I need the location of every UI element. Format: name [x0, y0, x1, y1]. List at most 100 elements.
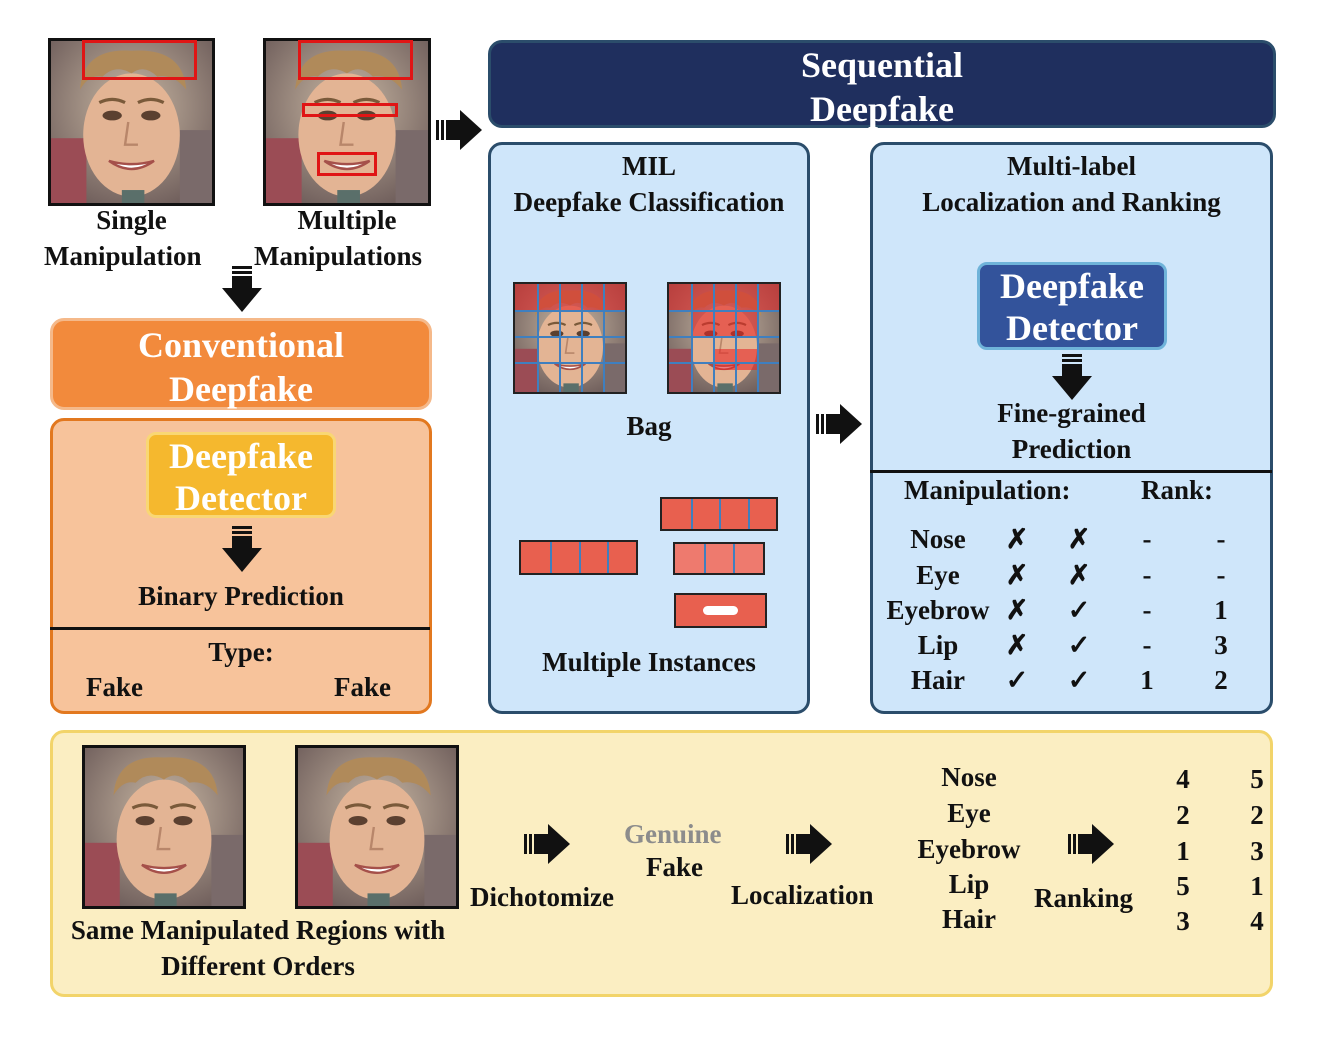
rank-order-a: 1: [1176, 836, 1190, 866]
conventional-title-1: Conventional: [137, 325, 345, 365]
rank-order-b: 2: [1250, 800, 1264, 830]
face-order-a: [82, 745, 246, 909]
single-manipulation-face: [48, 38, 215, 206]
down-arrow-icon: [222, 526, 262, 572]
rank-order-b: 1: [1250, 871, 1264, 901]
multilabel-title-1: Multi-label: [1007, 151, 1136, 181]
rank-value-2: 3: [1214, 630, 1228, 660]
dichotomize-label: Dichotomize: [470, 882, 614, 912]
manipulation-mark-1: ✗: [1005, 595, 1029, 625]
region-name: Nose: [910, 524, 966, 554]
right-arrow-icon: [786, 824, 832, 864]
binary-prediction-label: Binary Prediction: [138, 581, 344, 611]
right-arrow-icon: [1068, 824, 1114, 864]
down-arrow-icon: [222, 266, 262, 312]
rank-order-b: 5: [1250, 764, 1264, 794]
region-name: Eyebrow: [917, 834, 1021, 864]
conventional-title-2: Deepfake: [169, 369, 313, 409]
conventional-detector-box: Deepfake Detector: [146, 432, 336, 518]
bag-label: Bag: [626, 411, 672, 441]
rank-value-2: 1: [1214, 595, 1228, 625]
right-arrow-icon: [816, 404, 862, 444]
instance-strip: [660, 497, 778, 531]
manipulation-mark-2: ✗: [1067, 560, 1091, 590]
instances-label: Multiple Instances: [542, 647, 756, 677]
manipulation-mark-1: ✗: [1005, 560, 1029, 590]
region-name: Hair: [911, 665, 965, 695]
mil-title-1: MIL: [622, 151, 676, 181]
hair-region-box: [82, 40, 197, 80]
multilabel-panel: [870, 142, 1273, 714]
bottom-panel: [50, 730, 1273, 997]
detector-label-2: Detector: [1006, 308, 1138, 348]
down-arrow-icon: [1052, 354, 1092, 400]
rank-order-b: 4: [1250, 906, 1264, 936]
fine-grained-label-1: Fine-grained: [997, 398, 1146, 428]
manipulation-mark-2: ✓: [1067, 665, 1091, 695]
region-name: Eye: [916, 560, 960, 590]
instance-strip: [519, 540, 638, 575]
eyebrow-region-box: [302, 103, 398, 117]
region-name: Nose: [941, 762, 997, 792]
region-name: Eye: [947, 798, 991, 828]
manipulation-mark-1: ✗: [1005, 630, 1029, 660]
bottom-caption-1: Same Manipulated Regions with: [70, 915, 446, 945]
rank-order-b: 3: [1250, 836, 1264, 866]
hair-region-box: [298, 40, 413, 80]
rank-value-1: -: [1142, 524, 1152, 554]
genuine-label: Genuine: [624, 819, 722, 849]
rank-order-a: 4: [1176, 764, 1190, 794]
region-name: Lip: [948, 869, 990, 899]
fake-label: Fake: [646, 852, 703, 882]
sequential-title-2: Deepfake: [810, 89, 954, 129]
rank-value-2: 2: [1214, 665, 1228, 695]
multiple-manipulations-face: [263, 38, 431, 206]
multiple-label-2: Manipulations: [254, 241, 423, 271]
right-arrow-icon: [436, 110, 482, 150]
type-left-value: Fake: [86, 672, 143, 702]
manipulation-mark-2: ✗: [1067, 524, 1091, 554]
detector-label-1: Deepfake: [1000, 266, 1144, 306]
single-label: Single: [96, 205, 167, 235]
instance-strip: [674, 593, 767, 628]
manipulation-mark-1: ✓: [1005, 665, 1029, 695]
divider: [50, 627, 430, 630]
mil-title-2: Deepfake Classification: [513, 187, 785, 217]
rank-order-a: 5: [1176, 871, 1190, 901]
rank-value-1: -: [1142, 560, 1152, 590]
rank-value-2: -: [1216, 560, 1226, 590]
ranking-label: Ranking: [1034, 883, 1134, 913]
bag-image-right: [667, 282, 781, 394]
rank-order-a: 3: [1176, 906, 1190, 936]
detector-label-1: Deepfake: [169, 436, 313, 476]
localization-label: Localization: [731, 880, 874, 910]
region-name: Lip: [917, 630, 959, 660]
bag-image-left: [513, 282, 627, 394]
rank-header: Rank:: [1141, 475, 1214, 505]
bottom-caption-2: Different Orders: [161, 951, 355, 981]
conventional-deepfake-banner: Conventional Deepfake: [50, 318, 432, 410]
type-right-value: Fake: [334, 672, 391, 702]
rank-value-1: 1: [1140, 665, 1154, 695]
single-label-2: Manipulation: [44, 241, 202, 271]
sequential-title-1: Sequential: [800, 45, 964, 85]
rank-order-a: 2: [1176, 800, 1190, 830]
rank-value-1: -: [1142, 630, 1152, 660]
manipulation-mark-2: ✓: [1067, 595, 1091, 625]
right-arrow-icon: [524, 824, 570, 864]
region-name: Eyebrow: [886, 595, 990, 625]
manipulation-mark-2: ✓: [1067, 630, 1091, 660]
type-label: Type:: [208, 637, 274, 667]
detector-label-2: Detector: [175, 478, 307, 518]
region-name: Hair: [942, 904, 996, 934]
multilabel-detector-box: Deepfake Detector: [977, 262, 1167, 350]
sequential-deepfake-banner: Sequential Deepfake: [488, 40, 1276, 129]
lip-region-box: [317, 152, 377, 176]
rank-value-2: -: [1216, 524, 1226, 554]
manipulation-header: Manipulation:: [904, 475, 1071, 505]
fine-grained-label-2: Prediction: [1011, 434, 1132, 464]
face-order-b: [295, 745, 459, 909]
rank-value-1: -: [1142, 595, 1152, 625]
instance-strip: [673, 542, 765, 575]
divider: [870, 470, 1272, 473]
